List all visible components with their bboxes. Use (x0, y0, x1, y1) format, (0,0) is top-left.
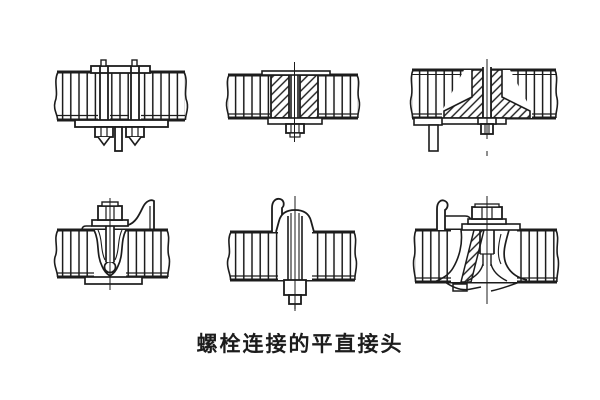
joint-wedge-clamp-with-bracket (402, 55, 567, 170)
joint-diagram-2 (225, 62, 361, 142)
joint-double-bolt-top-clamp (45, 58, 195, 168)
joint-diagram-3 (409, 59, 559, 156)
joint-hatched-clamp-blocks (218, 62, 368, 157)
joint-diagram-5 (226, 196, 358, 311)
joint-diagram-1 (53, 59, 189, 152)
joint-diagram-6 (412, 196, 560, 304)
joint-diagram-4 (53, 198, 171, 290)
joint-hook-bolt-curved-belt-ends (405, 196, 570, 318)
joint-recessed-bolt-curved-flange (45, 198, 185, 310)
joint-t-head-hook-bolt (218, 196, 368, 314)
figure-caption: 螺栓连接的平直接头 (196, 332, 404, 356)
